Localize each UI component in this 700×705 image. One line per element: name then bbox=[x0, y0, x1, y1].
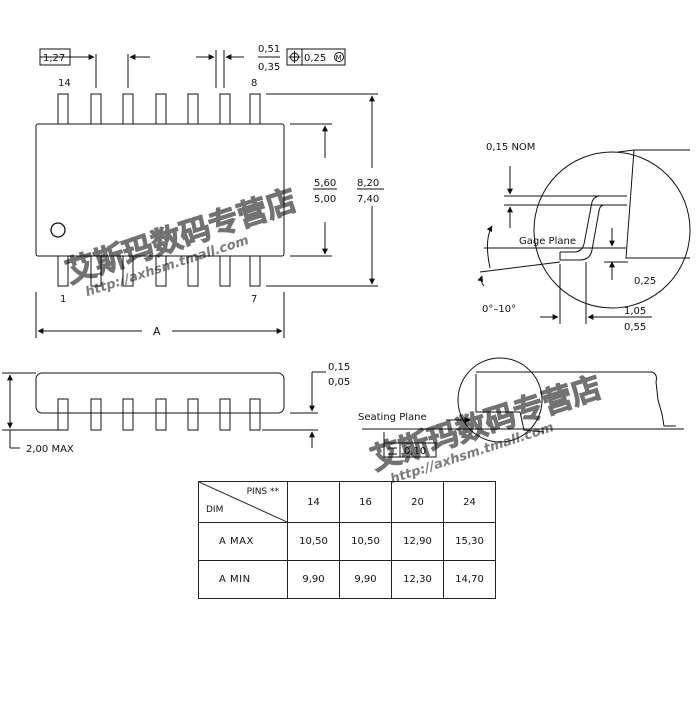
detail-view bbox=[477, 149, 691, 324]
bottom-leads bbox=[57, 255, 261, 287]
table-row: A MIN 9,90 9,90 12,30 14,70 bbox=[198, 560, 496, 599]
top-view bbox=[35, 48, 384, 338]
height-max: 2,00 MAX bbox=[26, 444, 74, 455]
lead-thickness: 0,15 NOM bbox=[486, 142, 535, 153]
gage-plane-label: Gage Plane bbox=[519, 236, 576, 247]
package-body-side bbox=[35, 372, 285, 414]
body-width-max: 5,60 bbox=[314, 178, 336, 189]
side-view bbox=[2, 371, 326, 449]
watermark-2: 艾斯玛数码专营店 http://axhsm.tmall.com bbox=[366, 370, 606, 488]
length-label-a: A bbox=[153, 325, 161, 338]
pin-count-header: 20 bbox=[391, 481, 444, 523]
table-header-row: PINS ** DIM 14 16 20 24 bbox=[198, 481, 496, 523]
pins-header: PINS ** bbox=[246, 487, 279, 497]
top-leads bbox=[57, 93, 261, 125]
table-row: A MAX 10,50 10,50 12,90 15,30 bbox=[198, 522, 496, 561]
table-cell: 14,70 bbox=[443, 560, 496, 599]
gage-offset: 0,25 bbox=[634, 276, 656, 287]
tolerance-modifier: M bbox=[336, 54, 342, 62]
tolerance-frame bbox=[286, 48, 346, 66]
standoff-min: 0,05 bbox=[328, 377, 350, 388]
foot-min: 0,55 bbox=[624, 322, 646, 333]
pin-count-header: 24 bbox=[443, 481, 496, 523]
angle-label: 0°–10° bbox=[482, 304, 516, 315]
overall-width-min: 7,40 bbox=[357, 194, 379, 205]
tolerance-value: 0,25 bbox=[304, 53, 326, 64]
lead-width-min: 0,35 bbox=[258, 62, 280, 73]
watermark-store-2: 艾斯玛数码专营店 bbox=[367, 370, 606, 477]
seating-plane-label: Seating Plane bbox=[358, 412, 427, 423]
standoff-max: 0,15 bbox=[328, 362, 350, 373]
row-label: A MAX bbox=[198, 522, 288, 561]
body-width-min: 5,00 bbox=[314, 194, 336, 205]
dimension-table: PINS ** DIM 14 16 20 24 A MAX 10,50 10,5… bbox=[198, 481, 496, 599]
foot-max: 1,05 bbox=[624, 306, 646, 317]
lead-width-max: 0,51 bbox=[258, 44, 280, 55]
detail-circle bbox=[533, 151, 691, 309]
seating-detail bbox=[362, 357, 684, 458]
pin-7-label: 7 bbox=[251, 294, 257, 305]
coplanarity-frame bbox=[383, 442, 437, 458]
table-cell: 9,90 bbox=[339, 560, 392, 599]
corner-diagonal bbox=[199, 482, 287, 522]
table-cell: 10,50 bbox=[287, 522, 340, 561]
coplanarity-value: 0,10 bbox=[404, 446, 426, 457]
table-cell: 12,30 bbox=[391, 560, 444, 599]
table-cell: 12,90 bbox=[391, 522, 444, 561]
pin1-marker bbox=[50, 222, 66, 238]
pin-8-label: 8 bbox=[251, 78, 257, 89]
pin-14-label: 14 bbox=[58, 78, 71, 89]
pin-count-header: 16 bbox=[339, 481, 392, 523]
table-cell: 9,90 bbox=[287, 560, 340, 599]
dim-header: DIM bbox=[206, 505, 224, 515]
pin-1-label: 1 bbox=[60, 294, 66, 305]
pitch-label: 1,27 bbox=[43, 53, 65, 64]
table-corner-cell: PINS ** DIM bbox=[198, 481, 288, 523]
pin-count-header: 14 bbox=[287, 481, 340, 523]
watermark-store-1: 艾斯玛数码专营店 bbox=[62, 183, 301, 290]
overall-width-max: 8,20 bbox=[357, 178, 379, 189]
table-cell: 15,30 bbox=[443, 522, 496, 561]
side-leads bbox=[57, 398, 261, 431]
table-cell: 10,50 bbox=[339, 522, 392, 561]
row-label: A MIN bbox=[198, 560, 288, 599]
